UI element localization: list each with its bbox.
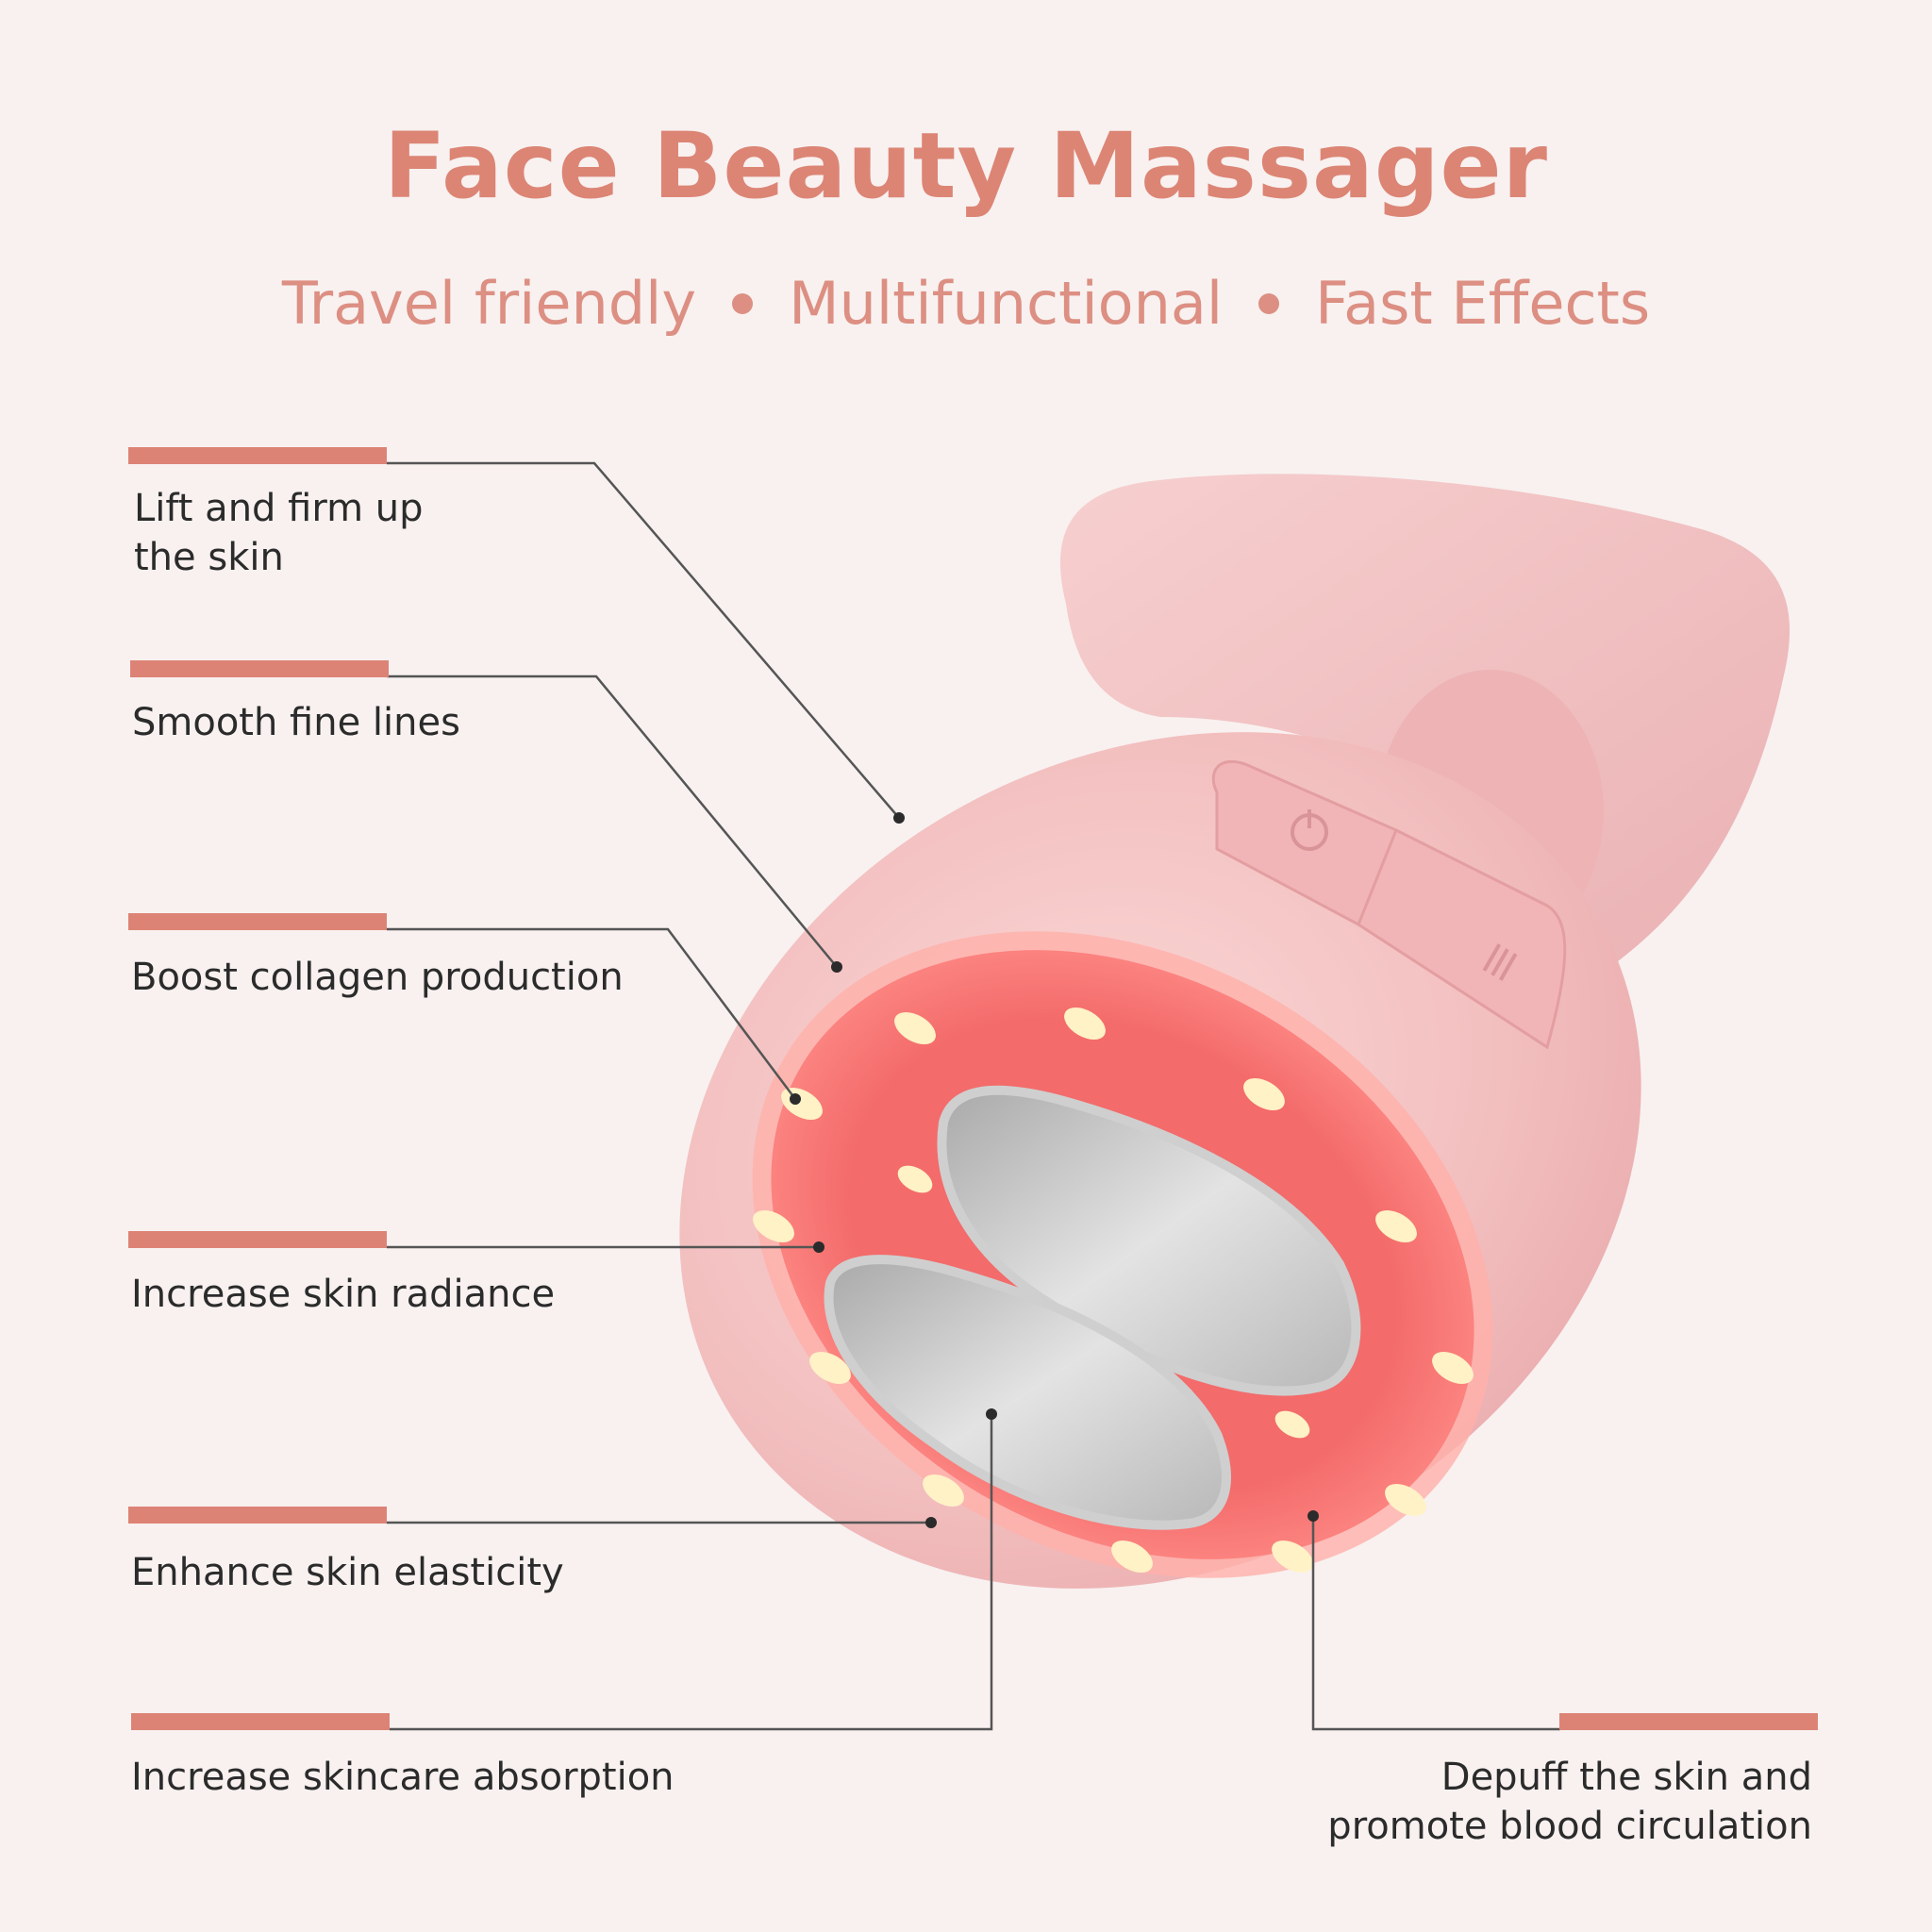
accent-bar-elasticity [128,1507,387,1524]
led-lights [753,1007,1474,1574]
bullet-dot [732,292,754,314]
subtitle-fast-effects: Fast Effects [1315,269,1651,338]
mode-button [1357,827,1567,1050]
bullet-dot [1258,292,1280,314]
feature-skincare-absorption: Increase skincare absorption [131,1756,675,1799]
feature-smooth-lines: Smooth fine lines [132,701,460,744]
leader-lines [387,461,1560,1731]
accent-bar-radiance [128,1231,387,1248]
accent-bar-depuff [1559,1713,1818,1730]
accent-bar-lift [128,447,387,464]
mode-icon [1482,943,1518,981]
subtitle-travel-friendly: Travel friendly [281,269,697,338]
leader-line-smooth [387,675,838,968]
metal-plate-upper [937,1085,1361,1396]
feature-skin-radiance: Increase skin radiance [131,1273,556,1316]
feature-skin-elasticity: Enhance skin elasticity [131,1551,564,1594]
control-buttons [1211,759,1567,1050]
leader-line-collagen [387,927,796,1100]
page-title: Face Beauty Massager [383,113,1548,219]
leader-dots [790,812,1319,1528]
subtitle-multifunctional: Multifunctional [789,269,1224,338]
leader-line-absorption [390,1414,993,1731]
metal-plate-lower [824,1255,1231,1530]
leader-line-lift [387,461,900,819]
feature-depuff: Depuff the skin and promote blood circul… [1327,1756,1812,1848]
feature-lift-firm: Lift and firm up the skin [134,487,424,579]
leader-line-depuff [1311,1516,1560,1731]
subtitle: Travel friendly Multifunctional Fast Eff… [0,269,1932,338]
accent-bar-absorption [131,1713,390,1730]
feature-boost-collagen: Boost collagen production [131,956,624,999]
accent-bar-smooth [130,660,389,677]
power-icon [1291,809,1328,851]
accent-bar-collagen [128,913,387,930]
